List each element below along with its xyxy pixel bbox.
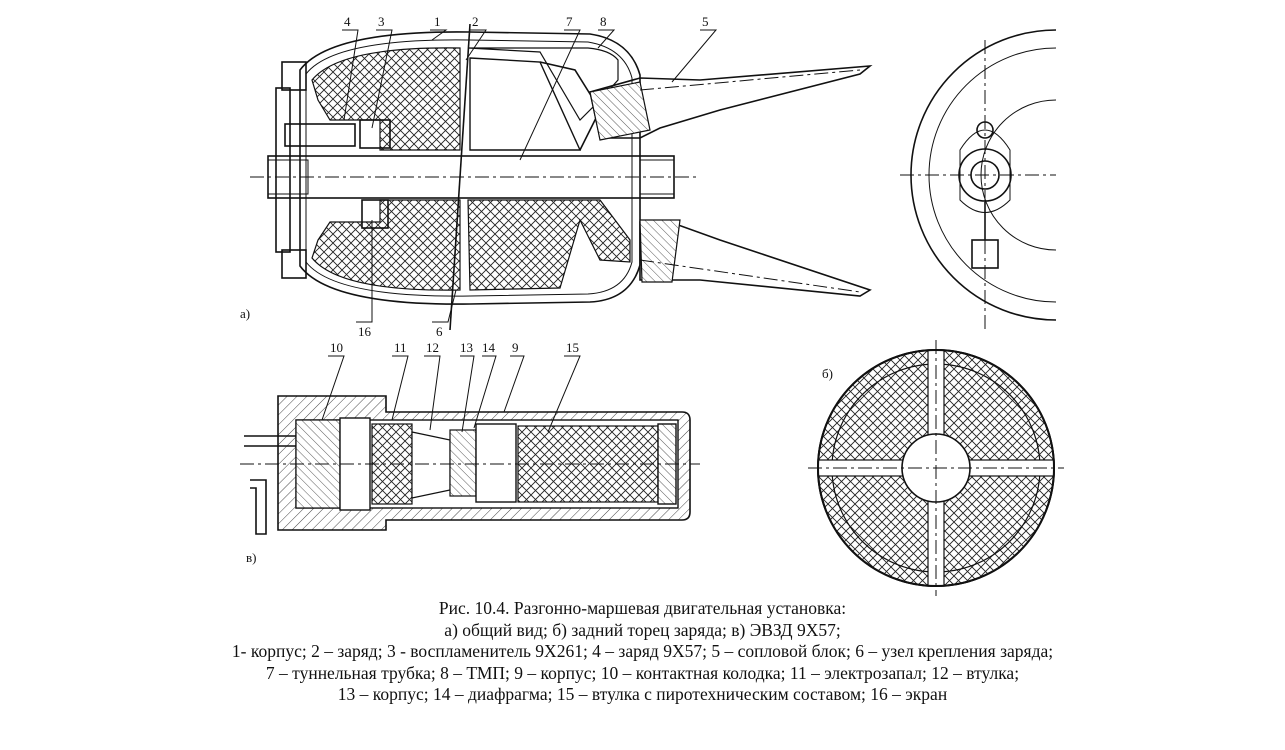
caption-title: Рис. 10.4. Разгонно-маршевая двигательна… bbox=[438, 598, 847, 618]
caption-legend-line-3: 13 – корпус; 14 – диафрагма; 15 – втулка… bbox=[337, 684, 948, 704]
part-label-8: 8 bbox=[600, 14, 607, 29]
part-label-13: 13 bbox=[460, 340, 473, 355]
figure-caption: Рис. 10.4. Разгонно-маршевая двигательна… bbox=[0, 598, 1285, 706]
part-label-10: 10 bbox=[330, 340, 343, 355]
part-label-16: 16 bbox=[358, 324, 372, 339]
part-label-1: 1 bbox=[434, 14, 441, 29]
part-label-3: 3 bbox=[378, 14, 385, 29]
view-a-end-view bbox=[900, 29, 1057, 330]
part-label-7: 7 bbox=[566, 14, 573, 29]
part-label-12: 12 bbox=[426, 340, 439, 355]
part-label-15: 15 bbox=[566, 340, 579, 355]
caption-legend-line-2: 7 – туннельная трубка; 8 – ТМП; 9 – корп… bbox=[265, 662, 1020, 683]
view-label-v: в) bbox=[246, 550, 256, 565]
part-label-6: 6 bbox=[436, 324, 443, 339]
view-a-side-section: 4 3 1 2 7 8 5 16 6 а) bbox=[240, 14, 873, 339]
leader-lines bbox=[342, 29, 718, 323]
part-label-4: 4 bbox=[344, 14, 351, 29]
technical-drawing: 4 3 1 2 7 8 5 16 6 а) bbox=[240, 14, 1064, 596]
caption-legend-line-1: 1- корпус; 2 – заряд; 3 - воспламенитель… bbox=[231, 641, 1054, 661]
caption-views: а) общий вид; б) задний торец заряда; в)… bbox=[444, 619, 841, 640]
part-label-14: 14 bbox=[482, 340, 496, 355]
part-label-5: 5 bbox=[702, 14, 709, 29]
part-label-9: 9 bbox=[512, 340, 519, 355]
view-label-b: б) bbox=[822, 366, 833, 381]
view-v-igniter-section: 10 11 12 13 14 9 15 в) bbox=[240, 340, 700, 565]
part-label-11: 11 bbox=[394, 340, 407, 355]
part-label-2: 2 bbox=[472, 14, 479, 29]
view-label-a: а) bbox=[240, 306, 250, 321]
view-b-charge-rear-face: б) bbox=[808, 340, 1064, 596]
